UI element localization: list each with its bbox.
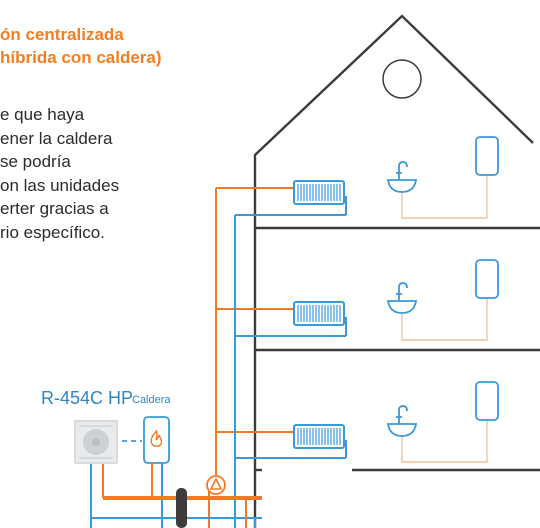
description-line: ener la caldera [0, 128, 113, 148]
section-title-line-2: híbrida con caldera) [0, 48, 162, 67]
heat-pump-label: R-454C HP [41, 388, 134, 408]
description-paragraph: e que haya ener la caldera se podría on … [0, 103, 119, 244]
heat-pump-unit [74, 420, 118, 464]
boiler-label: Caldera [132, 394, 171, 406]
description-line: se podría [0, 152, 71, 171]
radiator-icon [293, 180, 345, 205]
description-line: e que haya [0, 105, 85, 124]
hydraulic-separator [176, 488, 187, 528]
cold-water-pipes [234, 196, 347, 528]
round-window-icon [382, 59, 422, 99]
water-heater-icon [475, 381, 499, 421]
sink-icon [386, 282, 418, 314]
description-line: on las unidades [0, 175, 120, 195]
description-line: erter gracias a [0, 199, 109, 218]
radiator-icon [293, 301, 345, 326]
pump-icon [206, 475, 226, 495]
water-heater-icon [475, 136, 499, 176]
section-title-line-1: ón centralizada [0, 25, 124, 44]
domestic-hot-water-lines [401, 175, 488, 463]
water-heater-icon [475, 259, 499, 299]
sink-icon [386, 405, 418, 437]
description-line: rio específico. [0, 222, 105, 242]
flame-icon [150, 429, 163, 447]
house-outline [253, 14, 540, 528]
boiler-unit [143, 416, 170, 464]
section-title: ón centralizada híbrida con caldera) [0, 23, 162, 69]
sink-icon [386, 161, 418, 193]
radiator-icon [293, 424, 345, 449]
